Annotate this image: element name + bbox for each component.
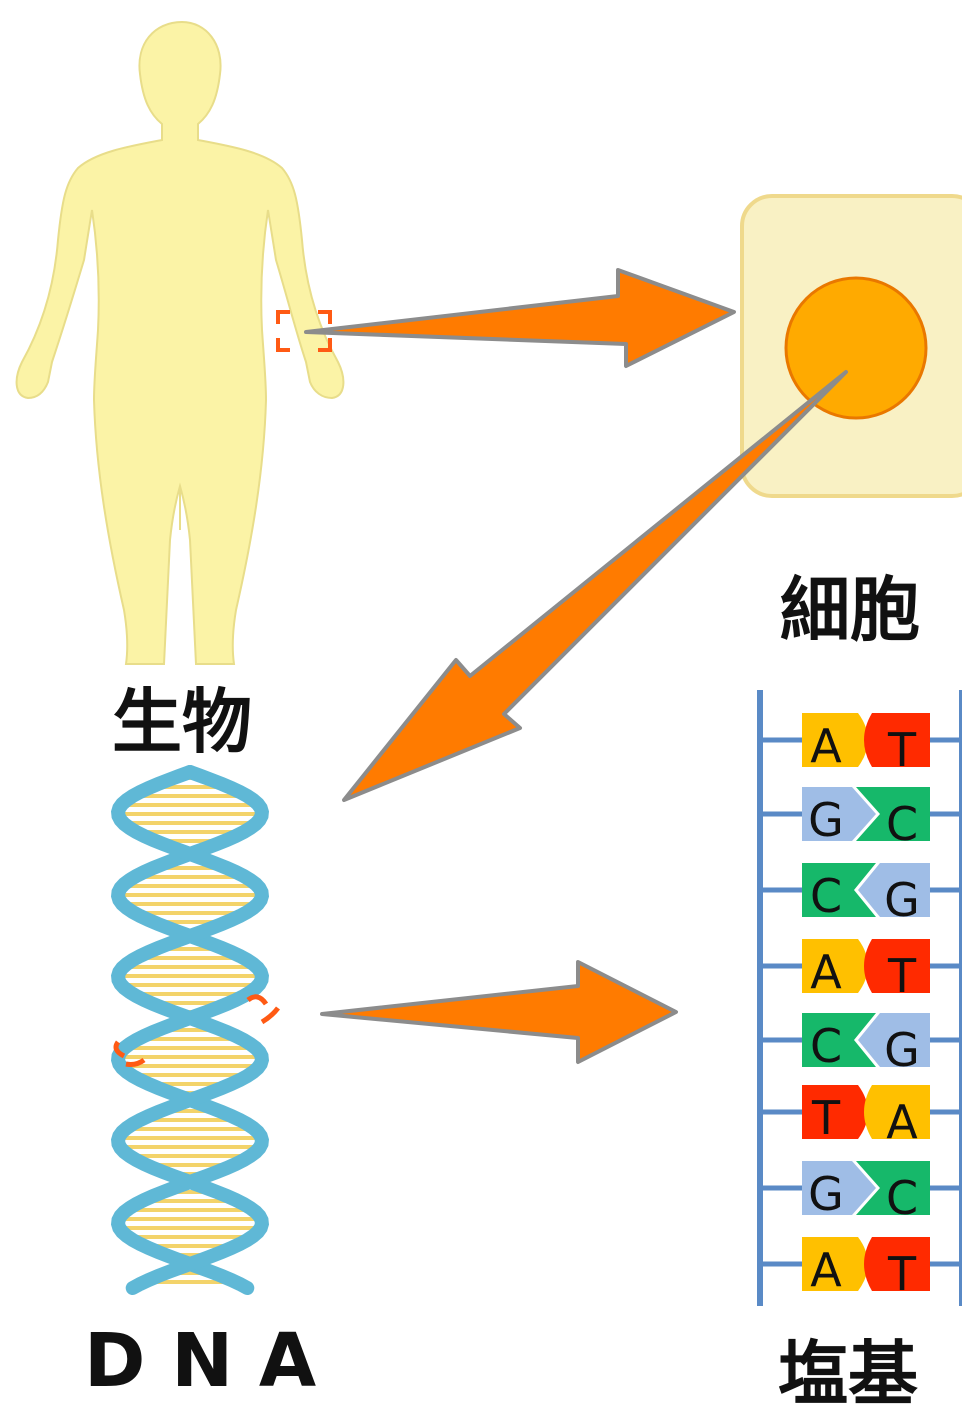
arrow-cell-to-dna [344, 372, 846, 800]
arrow-organism-to-cell [306, 270, 734, 366]
base-letter-left: A [810, 945, 842, 999]
dna-label: D N A [84, 1318, 316, 1404]
base-letter-left: T [811, 1091, 841, 1145]
nucleus-icon [786, 278, 926, 418]
base-letter-right: T [887, 949, 917, 1003]
organism-label: 生物 [112, 666, 252, 767]
base-letter-right: A [886, 1095, 918, 1149]
base-letter-right: C [886, 797, 918, 851]
base-letter-left: C [810, 869, 842, 923]
base-letter-left: G [808, 793, 844, 847]
human-silhouette-icon [17, 22, 344, 664]
arrow-dna-to-bases [322, 962, 676, 1062]
base-letter-right: G [884, 873, 920, 927]
base-letter-left: A [810, 719, 842, 773]
cell-label: 細胞 [780, 554, 920, 655]
bases-label: 塩基 [778, 1318, 918, 1419]
base-letter-left: G [808, 1167, 844, 1221]
base-letter-left: C [810, 1019, 842, 1073]
base-letter-right: G [884, 1023, 920, 1077]
selection-marker-icon [248, 997, 278, 1022]
base-letter-right: T [887, 723, 917, 777]
cell-icon [742, 196, 962, 496]
base-letter-right: C [886, 1171, 918, 1225]
base-letter-right: T [887, 1247, 917, 1301]
double-helix-icon [116, 772, 278, 1288]
base-letter-left: A [810, 1243, 842, 1297]
